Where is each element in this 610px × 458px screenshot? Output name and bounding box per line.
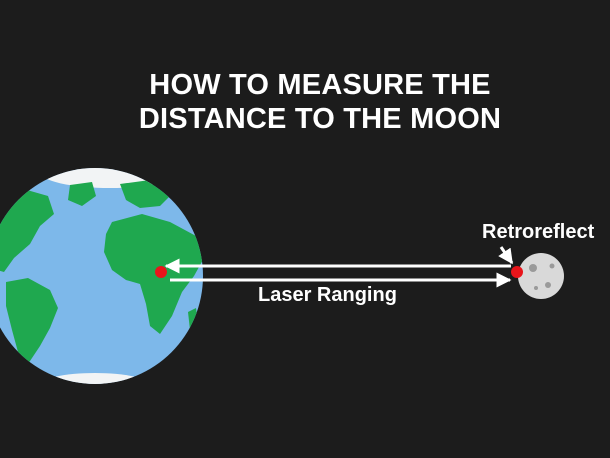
moon-disc — [518, 253, 564, 299]
moon-crater — [529, 264, 537, 272]
retroreflector-pointer-arrow — [498, 246, 514, 265]
earth — [0, 168, 203, 384]
land-south-america — [6, 278, 58, 372]
south-ice-cap — [40, 373, 150, 384]
moon-crater — [549, 263, 555, 269]
moon-crater — [534, 286, 538, 290]
retroreflector-label: Retroreflect — [482, 221, 595, 243]
title-line-1: HOW TO MEASURE THE — [149, 69, 491, 101]
land-africa — [104, 214, 203, 334]
laser-ranging-label: Laser Ranging — [258, 284, 397, 306]
north-ice-cap — [40, 168, 180, 188]
earth-laser-station-marker — [155, 266, 167, 278]
retroreflector-marker — [511, 266, 523, 278]
moon — [518, 253, 564, 299]
land-greenland — [68, 182, 96, 206]
moon-crater — [545, 282, 551, 288]
diagram-title: HOW TO MEASURE THE DISTANCE TO THE MOON — [0, 68, 610, 136]
title-line-2: DISTANCE TO THE MOON — [138, 103, 502, 135]
